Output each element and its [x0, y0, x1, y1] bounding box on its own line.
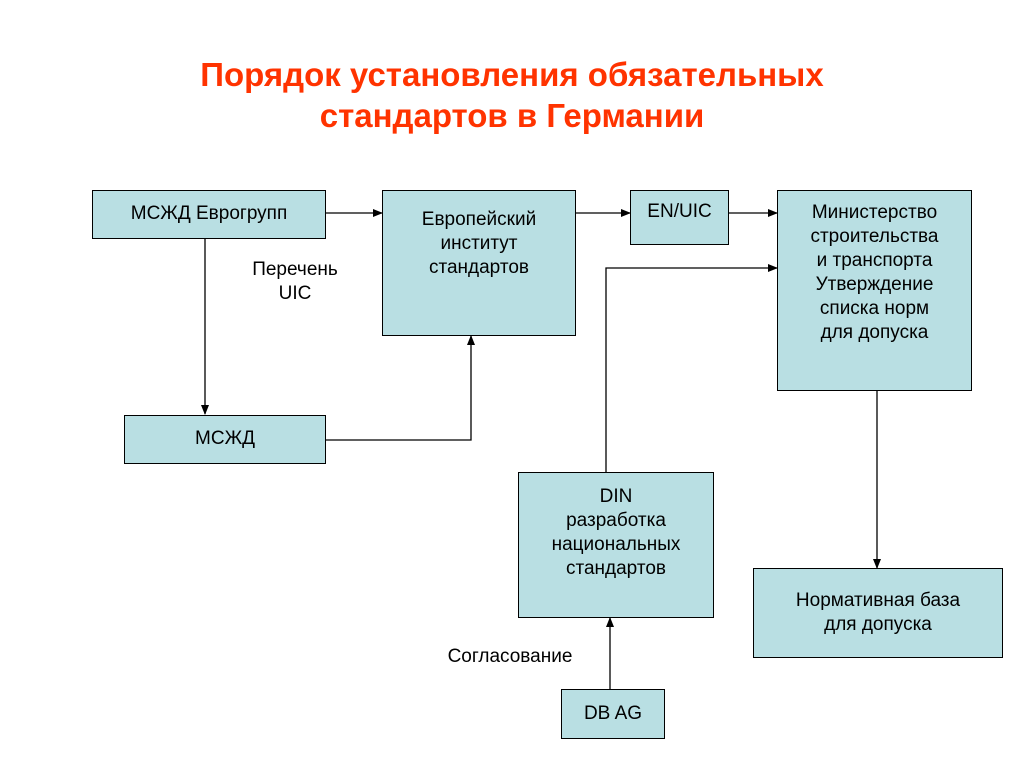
node-normative-base-line-1: Нормативная база — [795, 590, 961, 611]
node-normative-base-line-2: для допуска — [824, 614, 932, 635]
node-ministry-line-1: Министерство — [811, 202, 938, 223]
node-european-institute-line-2: институт — [440, 233, 518, 254]
node-din-line-4: стандартов — [565, 558, 666, 579]
node-din-line-1: DIN — [599, 486, 633, 507]
node-mszhd-line-1: МСЖД — [195, 428, 255, 449]
title-line-2: стандартов в Германии — [319, 97, 705, 134]
slide-title: Порядок установления обязательных станда… — [0, 54, 1024, 136]
node-european-institute-line-3: стандартов — [428, 257, 529, 278]
node-european-institute: Европейский институт стандартов — [382, 190, 576, 336]
node-din-line-3: национальных — [551, 534, 681, 555]
node-db-ag: DB AG — [561, 689, 665, 739]
arrow-mszhd-to-institute — [326, 335, 475, 441]
edge-label-uic-list: Перечень UIC — [220, 258, 370, 306]
node-ministry-line-2: строительства — [810, 226, 939, 247]
node-ministry-line-5: списка норм — [819, 298, 930, 319]
node-mszhd-eurogroup: МСЖД Еврогрупп — [92, 190, 326, 239]
node-en-uic: EN/UIC — [630, 190, 729, 245]
node-mszhd-eurogroup-line-1: МСЖД Еврогрупп — [130, 203, 288, 224]
node-ministry-line-3: и транспорта — [816, 250, 933, 271]
node-mszhd: МСЖД — [124, 415, 326, 464]
node-european-institute-line-1: Европейский — [421, 209, 537, 230]
edge-label-uic-list-line-2: UIC — [278, 283, 312, 304]
title-line-1: Порядок установления обязательных — [200, 56, 824, 93]
node-db-ag-line-1: DB AG — [583, 703, 643, 724]
node-din: DIN разработка национальных стандартов — [518, 472, 714, 618]
edge-label-uic-list-line-1: Перечень — [252, 259, 338, 280]
node-ministry-line-4: Утверждение — [815, 274, 934, 295]
edge-label-agreement-line-1: Согласование — [447, 646, 573, 667]
node-ministry: Министерство строительства и транспорта … — [777, 190, 972, 391]
node-din-line-2: разработка — [566, 510, 666, 531]
node-en-uic-line-1: EN/UIC — [647, 201, 712, 222]
node-normative-base: Нормативная база для допуска — [753, 568, 1003, 658]
arrow-din-to-ministry — [605, 264, 778, 472]
node-ministry-line-6: для допуска — [820, 322, 929, 343]
edge-label-agreement: Согласование — [410, 645, 610, 669]
